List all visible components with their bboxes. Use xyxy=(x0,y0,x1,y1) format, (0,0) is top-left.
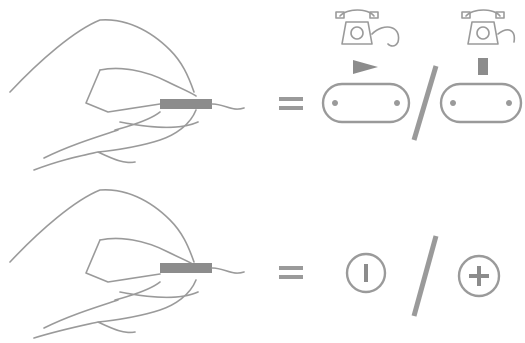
hand-pinch-cable-top xyxy=(9,19,245,171)
minus-button xyxy=(345,252,387,294)
stop-square-icon xyxy=(478,58,488,75)
equals-sign-top xyxy=(279,97,303,110)
slash-separator-top xyxy=(411,65,439,141)
button-right-top xyxy=(439,82,523,124)
button-left-top xyxy=(321,82,411,124)
cable-connector xyxy=(160,263,212,273)
equals-sign-bottom xyxy=(279,266,303,279)
phone-play-icon xyxy=(335,9,400,47)
play-triangle-icon xyxy=(353,60,378,74)
hand-pinch-cable-bottom xyxy=(9,189,245,339)
cable-connector xyxy=(160,99,212,109)
slash-separator-bottom xyxy=(411,235,439,317)
plus-button xyxy=(457,254,501,298)
phone-stop-icon xyxy=(461,9,516,45)
